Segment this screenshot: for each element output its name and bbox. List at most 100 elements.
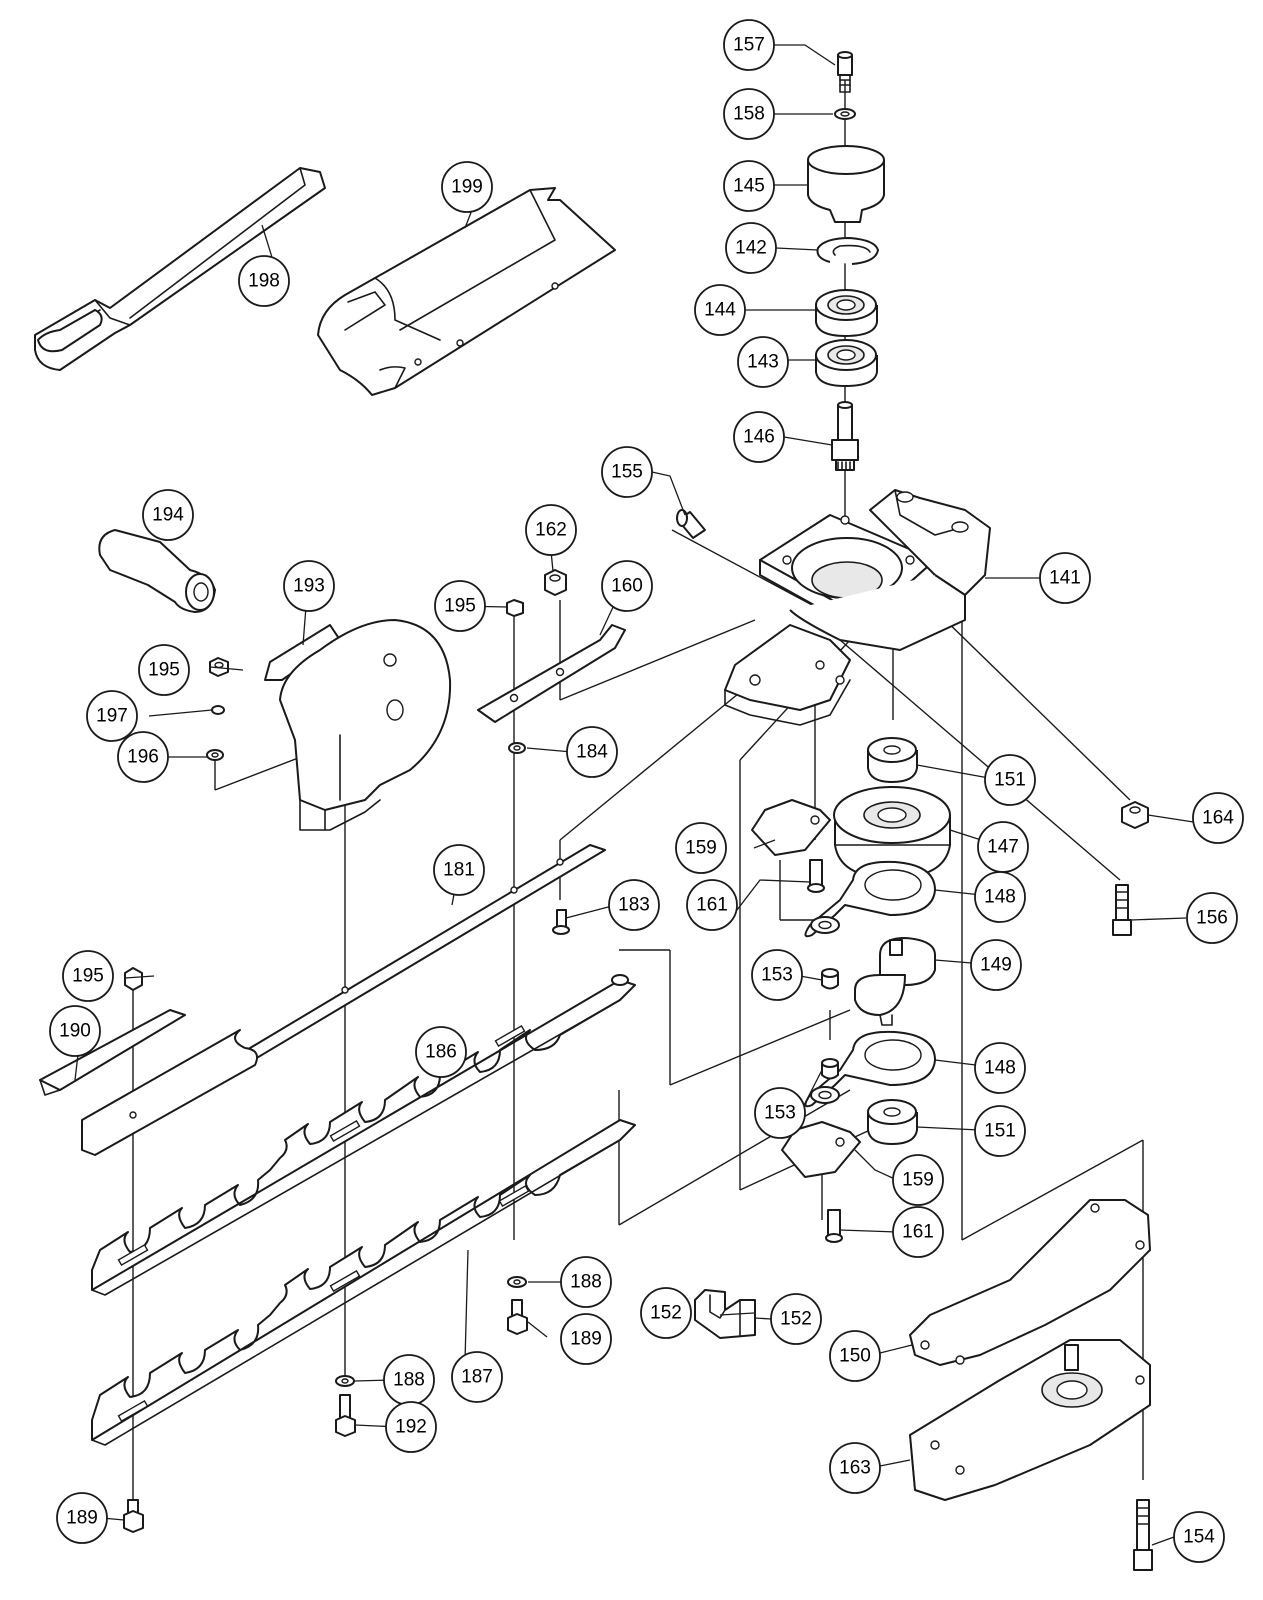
part-number-label: 153 bbox=[761, 965, 793, 986]
part-162-nut bbox=[544, 569, 567, 596]
part-152-blade-guide-blocks bbox=[694, 1289, 756, 1339]
part-number-label: 183 bbox=[618, 895, 650, 916]
part-number-label: 161 bbox=[902, 1222, 934, 1243]
part-193-side-handle bbox=[264, 619, 452, 831]
part-188-washer-b bbox=[335, 1375, 355, 1387]
callout-152-left: 152 bbox=[640, 1287, 692, 1339]
part-number-label: 196 bbox=[127, 747, 159, 768]
part-number-label: 195 bbox=[444, 596, 476, 617]
callout-181: 181 bbox=[433, 844, 485, 896]
callout-190: 190 bbox=[49, 1005, 101, 1057]
callout-192: 192 bbox=[385, 1401, 437, 1453]
part-192-bolt bbox=[335, 1394, 356, 1437]
callout-193: 193 bbox=[283, 560, 335, 612]
part-number-label: 146 bbox=[743, 427, 775, 448]
part-160-plate-bracket bbox=[477, 624, 626, 723]
part-153-bushing-upper bbox=[821, 968, 839, 990]
part-194-rubber-grip bbox=[98, 529, 216, 613]
part-number-label: 154 bbox=[1183, 1527, 1215, 1548]
part-number-label: 198 bbox=[248, 271, 280, 292]
callout-196: 196 bbox=[117, 731, 169, 783]
callout-149: 149 bbox=[970, 939, 1022, 991]
callout-154: 154 bbox=[1173, 1511, 1225, 1563]
callout-183: 183 bbox=[608, 879, 660, 931]
callout-147: 147 bbox=[977, 821, 1029, 873]
part-number-label: 151 bbox=[994, 770, 1026, 791]
callout-160: 160 bbox=[601, 560, 653, 612]
part-number-label: 189 bbox=[570, 1329, 602, 1350]
part-number-label: 194 bbox=[152, 505, 184, 526]
callout-143: 143 bbox=[737, 336, 789, 388]
callout-148-upper: 148 bbox=[974, 871, 1026, 923]
part-195-nut-left bbox=[209, 657, 229, 677]
part-number-label: 159 bbox=[685, 838, 717, 859]
part-163-gear-cover bbox=[909, 1339, 1151, 1501]
callout-157: 157 bbox=[723, 19, 775, 71]
part-number-label: 190 bbox=[59, 1021, 91, 1042]
callout-148-lower: 148 bbox=[974, 1042, 1026, 1094]
callout-159-upper: 159 bbox=[675, 822, 727, 874]
callout-146: 146 bbox=[733, 411, 785, 463]
part-number-label: 149 bbox=[980, 955, 1012, 976]
part-142-retaining-ring bbox=[816, 237, 879, 265]
callout-161-upper: 161 bbox=[686, 879, 738, 931]
callout-184: 184 bbox=[566, 726, 618, 778]
part-number-label: 153 bbox=[764, 1103, 796, 1124]
part-148-connecting-rod-upper bbox=[804, 860, 936, 938]
part-number-label: 144 bbox=[704, 300, 736, 321]
part-number-label: 188 bbox=[570, 1272, 602, 1293]
callout-144: 144 bbox=[694, 284, 746, 336]
part-number-label: 187 bbox=[461, 1367, 493, 1388]
part-195-nut-blade bbox=[124, 967, 143, 991]
callout-195-blade: 195 bbox=[62, 950, 114, 1002]
callout-153-upper: 153 bbox=[751, 949, 803, 1001]
part-number-label: 157 bbox=[733, 35, 765, 56]
part-183-screw bbox=[552, 909, 570, 935]
part-157-screw-top bbox=[837, 51, 853, 93]
part-number-label: 162 bbox=[535, 520, 567, 541]
part-number-label: 188 bbox=[393, 1370, 425, 1391]
callout-163: 163 bbox=[829, 1442, 881, 1494]
part-153-bushing-lower bbox=[821, 1058, 839, 1080]
part-151-ball-bearing-a bbox=[867, 737, 918, 783]
part-number-label: 195 bbox=[148, 660, 180, 681]
part-161-screw-lower bbox=[825, 1209, 843, 1243]
part-number-label: 181 bbox=[443, 860, 475, 881]
part-number-label: 155 bbox=[611, 462, 643, 483]
callout-141: 141 bbox=[1039, 552, 1091, 604]
part-147-large-gear bbox=[833, 786, 951, 879]
part-number-label: 199 bbox=[451, 177, 483, 198]
part-181-guide-bar bbox=[81, 844, 606, 1156]
callout-162: 162 bbox=[525, 504, 577, 556]
callout-189-b: 189 bbox=[56, 1492, 108, 1544]
part-number-label: 160 bbox=[611, 576, 643, 597]
part-189-bolt-b bbox=[123, 1499, 144, 1533]
part-number-label: 186 bbox=[425, 1042, 457, 1063]
part-150-gasket bbox=[909, 1199, 1151, 1366]
callout-187: 187 bbox=[451, 1351, 503, 1403]
callout-145: 145 bbox=[723, 160, 775, 212]
callout-164: 164 bbox=[1192, 792, 1244, 844]
part-188-washer-a bbox=[507, 1276, 527, 1288]
part-number-label: 158 bbox=[733, 104, 765, 125]
part-161-screw-upper bbox=[807, 859, 825, 893]
callout-195-left: 195 bbox=[138, 644, 190, 696]
part-149-eccentric-cam bbox=[854, 937, 936, 1026]
part-number-label: 142 bbox=[735, 238, 767, 259]
part-184-washer bbox=[508, 742, 526, 754]
part-number-label: 150 bbox=[839, 1346, 871, 1367]
callout-198: 198 bbox=[238, 255, 290, 307]
part-145-cup-cover bbox=[807, 145, 885, 223]
part-number-label: 156 bbox=[1196, 908, 1228, 929]
part-189-bolt-a bbox=[507, 1299, 528, 1335]
callout-188-a: 188 bbox=[560, 1256, 612, 1308]
part-number-label: 197 bbox=[96, 706, 128, 727]
part-196-flat-washer bbox=[206, 749, 224, 761]
part-154-bolt bbox=[1133, 1499, 1153, 1571]
part-148-connecting-rod-lower bbox=[804, 1030, 936, 1108]
part-number-label: 152 bbox=[780, 1309, 812, 1330]
part-197-lock-washer bbox=[211, 705, 225, 715]
callout-199: 199 bbox=[441, 161, 493, 213]
callout-155: 155 bbox=[601, 446, 653, 498]
callout-161-lower: 161 bbox=[892, 1206, 944, 1258]
